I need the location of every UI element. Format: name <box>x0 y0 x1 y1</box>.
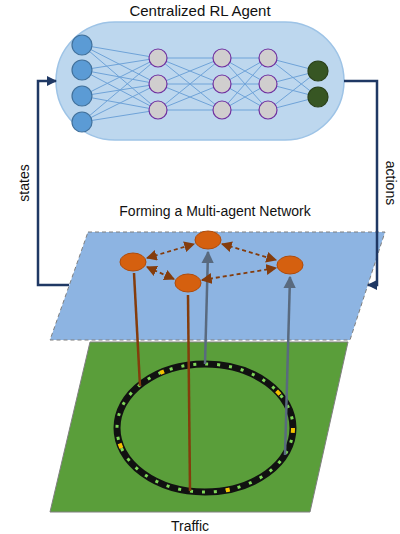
projection-arrow <box>285 277 290 455</box>
nn-neuron <box>149 49 167 67</box>
agent-link <box>222 244 276 260</box>
vehicles <box>117 364 293 492</box>
edge-label: actions <box>384 161 398 205</box>
projection-line <box>188 295 190 491</box>
nn-neuron <box>259 101 277 119</box>
projection-lines <box>134 252 290 491</box>
nn-weight <box>82 110 158 122</box>
nn-weight <box>158 58 222 110</box>
traffic-plane: Traffic <box>50 340 350 534</box>
nn-weight <box>158 58 222 84</box>
nn-neuron <box>72 86 92 106</box>
agents <box>120 231 303 292</box>
highlighted-vehicles <box>117 364 293 492</box>
nn-neuron <box>149 75 167 93</box>
agent-links <box>147 244 276 280</box>
nn-neuron <box>213 49 231 67</box>
agent-dot <box>195 231 221 249</box>
node-outline <box>56 22 344 140</box>
nn-neuron <box>149 101 167 119</box>
nn-weight <box>158 58 222 110</box>
nn-weight <box>158 110 222 111</box>
neural-network <box>72 35 328 132</box>
node-outline <box>50 232 385 340</box>
nn-weight <box>82 45 158 58</box>
node-outline <box>50 342 348 512</box>
agent-dot <box>175 274 201 292</box>
nn-neuron <box>259 75 277 93</box>
feedback-arrow <box>38 81 69 285</box>
agent-title: Centralized RL Agent <box>55 2 345 19</box>
nn-neuron <box>72 35 92 55</box>
plane-caption: Traffic <box>50 518 330 534</box>
road <box>117 364 293 492</box>
projection-arrow <box>205 252 208 364</box>
nn-weight <box>158 84 222 110</box>
node-shape <box>55 2 345 142</box>
agent-link <box>202 268 276 280</box>
nn-neuron <box>72 112 92 132</box>
agent-link <box>147 267 174 279</box>
agent-pill: Centralized RL Agent <box>55 2 345 142</box>
projection-line <box>134 273 140 386</box>
nn-neuron <box>259 49 277 67</box>
nn-neuron <box>213 75 231 93</box>
nn-neuron <box>308 87 328 107</box>
nn-weight <box>82 45 158 110</box>
feedback-arrow <box>344 81 377 285</box>
nn-weight <box>158 84 222 110</box>
nn-weight <box>158 58 222 84</box>
agent-link <box>147 244 194 258</box>
plane-title: Forming a Multi-agent Network <box>50 203 380 219</box>
node-shape <box>50 203 395 342</box>
agent-dot <box>120 253 146 271</box>
nn-weight <box>82 84 158 122</box>
nn-neuron <box>213 101 231 119</box>
node-shape <box>50 340 350 534</box>
nn-neuron <box>72 60 92 80</box>
agent-dot <box>277 256 303 274</box>
network-plane: Forming a Multi-agent Network <box>50 203 395 342</box>
nn-weight <box>82 58 158 122</box>
nn-neuron <box>308 61 328 81</box>
ring-road <box>117 364 293 492</box>
edge-label: states <box>17 164 31 201</box>
nn-weight <box>158 58 222 59</box>
